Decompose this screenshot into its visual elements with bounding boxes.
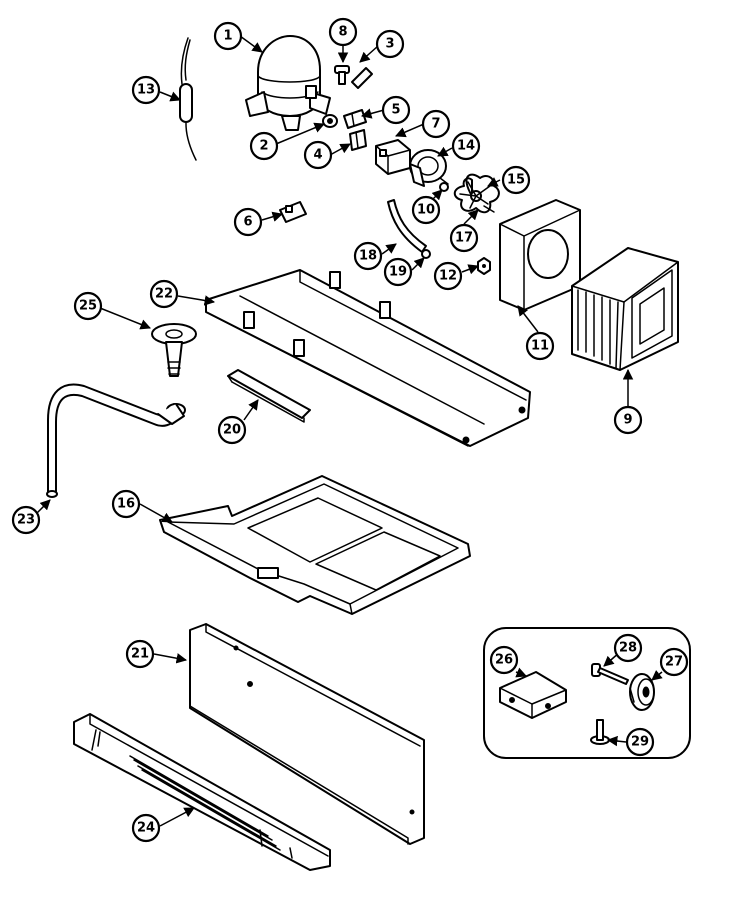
callout-27: 27 [659, 647, 689, 677]
callout-3-label: 3 [385, 37, 394, 52]
callout-14: 14 [451, 131, 481, 161]
callout-5-label: 5 [391, 103, 400, 118]
callout-3: 3 [375, 29, 405, 59]
callout-9-label: 9 [623, 413, 632, 428]
callout-16-label: 16 [117, 497, 135, 512]
inset-box [483, 627, 691, 759]
callout-26: 26 [489, 645, 519, 675]
part-18-bracket [387, 199, 427, 253]
callout-29: 29 [625, 727, 655, 757]
callout-8-label: 8 [338, 25, 347, 40]
callout-18: 18 [353, 241, 383, 271]
callout-7: 7 [421, 109, 451, 139]
part-3-terminal [351, 67, 373, 89]
part-26-module [499, 671, 567, 719]
callout-12-label: 12 [439, 269, 457, 284]
part-12-nut [477, 257, 491, 275]
callout-14-label: 14 [457, 139, 475, 154]
part-19-nut [421, 249, 431, 259]
callout-23-label: 23 [17, 513, 35, 528]
callout-20: 20 [217, 415, 247, 445]
part-9-condenser [571, 247, 679, 371]
callout-28: 28 [613, 633, 643, 663]
callout-19: 19 [383, 257, 413, 287]
callout-10-label: 10 [417, 203, 435, 218]
callout-16: 16 [111, 489, 141, 519]
part-1-compressor [245, 35, 331, 131]
part-25-drain-funnel [151, 323, 197, 377]
callout-4: 4 [303, 140, 333, 170]
callout-19-label: 19 [389, 265, 407, 280]
part-7-relay-box [375, 139, 411, 175]
part-20-channel [227, 369, 311, 423]
callout-13-label: 13 [137, 83, 155, 98]
callout-26-label: 26 [495, 653, 513, 668]
callout-2-label: 2 [259, 139, 268, 154]
callout-15-label: 15 [507, 173, 525, 188]
callout-5: 5 [381, 95, 411, 125]
part-11-fan-shroud [499, 199, 581, 311]
part-5-overload [343, 109, 367, 129]
part-8-screw [334, 65, 350, 85]
part-4-relay [349, 129, 367, 151]
callout-2: 2 [249, 131, 279, 161]
part-10-clip [439, 182, 449, 192]
callout-8: 8 [328, 17, 358, 47]
callout-11: 11 [525, 331, 555, 361]
callout-29-label: 29 [631, 735, 649, 750]
part-22-base-plate [205, 269, 531, 447]
part-14-fan-motor [409, 149, 449, 187]
callout-22: 22 [149, 279, 179, 309]
callout-12: 12 [433, 261, 463, 291]
callout-17-label: 17 [455, 231, 473, 246]
callout-25: 25 [73, 291, 103, 321]
part-28-pin [591, 663, 629, 685]
callout-1-label: 1 [223, 29, 232, 44]
callout-1: 1 [213, 21, 243, 51]
callout-20-label: 20 [223, 423, 241, 438]
callout-21: 21 [125, 639, 155, 669]
callout-9: 9 [613, 405, 643, 435]
part-21-panel [189, 623, 425, 845]
callout-27-label: 27 [665, 655, 683, 670]
part-2-grommet [322, 114, 338, 128]
callout-6-label: 6 [243, 215, 252, 230]
callout-24: 24 [131, 813, 161, 843]
callout-22-label: 22 [155, 287, 173, 302]
callout-4-label: 4 [313, 148, 322, 163]
part-13-drier [179, 37, 197, 161]
callout-10: 10 [411, 195, 441, 225]
part-27-wheel [629, 673, 655, 711]
callout-15: 15 [501, 165, 531, 195]
callout-23: 23 [11, 505, 41, 535]
callout-6: 6 [233, 207, 263, 237]
callout-17: 17 [449, 223, 479, 253]
callout-28-label: 28 [619, 641, 637, 656]
part-24-grille [73, 713, 331, 871]
callout-25-label: 25 [79, 299, 97, 314]
part-15-fan-blade [453, 173, 500, 214]
part-16-drain-pan [159, 475, 471, 615]
callout-21-label: 21 [131, 647, 149, 662]
callout-7-label: 7 [431, 117, 440, 132]
part-23-drain-tube [46, 383, 186, 498]
callout-13: 13 [131, 75, 161, 105]
part-6-switch [279, 201, 307, 223]
callout-11-label: 11 [531, 339, 549, 354]
callout-24-label: 24 [137, 821, 155, 836]
callout-18-label: 18 [359, 249, 377, 264]
